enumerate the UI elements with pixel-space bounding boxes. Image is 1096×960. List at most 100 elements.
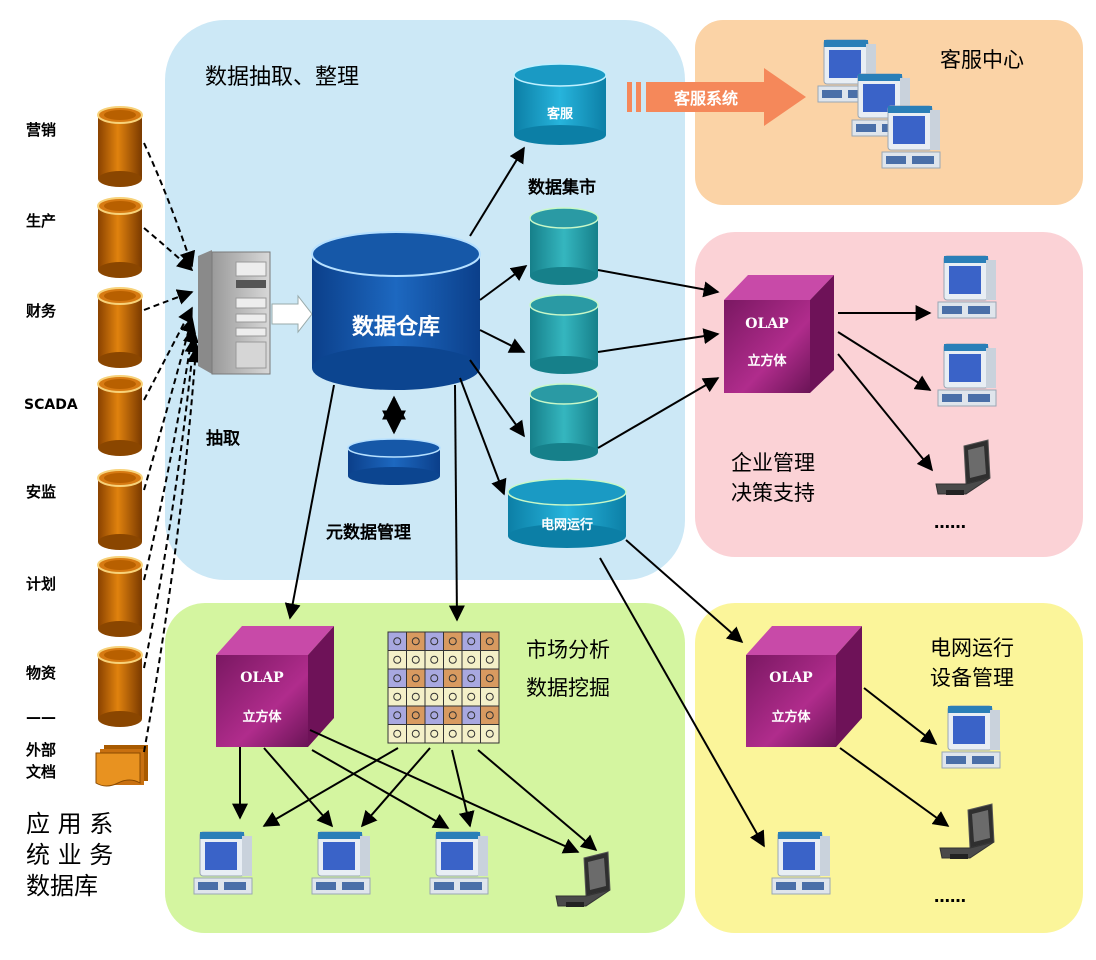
puzzle-data-mining-icon	[387, 631, 500, 744]
puzzle-knob	[485, 711, 494, 720]
puzzle-knob	[393, 637, 402, 646]
source-label: 物资	[26, 664, 56, 682]
grid-ellipsis: ……	[934, 887, 966, 906]
olap-label: OLAP	[240, 670, 284, 686]
data-mart	[529, 383, 599, 461]
puzzle-piece	[461, 668, 481, 688]
puzzle-piece	[387, 631, 407, 651]
puzzle-knob	[430, 655, 439, 664]
desktop-computer-icon	[941, 705, 1001, 769]
puzzle-piece	[406, 687, 426, 707]
document-stack-icon	[95, 745, 148, 787]
puzzle-knob	[411, 674, 420, 683]
data-mart	[529, 294, 599, 374]
puzzle-knob	[393, 692, 402, 701]
puzzle-piece	[461, 631, 481, 651]
metadata-db	[347, 438, 441, 485]
grid-connectors	[599, 539, 950, 848]
puzzle-knob	[393, 729, 402, 738]
service-center-title: 客服中心	[940, 48, 1024, 72]
source-label: 安监	[26, 483, 56, 501]
puzzle-knob	[467, 711, 476, 720]
puzzle-knob	[448, 637, 457, 646]
puzzle-knob	[485, 655, 494, 664]
puzzle-piece	[387, 724, 407, 744]
decision-ellipsis: ……	[934, 513, 966, 532]
puzzle-piece	[480, 687, 500, 707]
puzzle-piece	[461, 650, 481, 670]
puzzle-knob	[448, 729, 457, 738]
server-icon	[198, 250, 271, 375]
source-label: 营销	[26, 121, 56, 139]
desktop-computer-icon	[937, 343, 997, 407]
puzzle-knob	[430, 637, 439, 646]
puzzle-piece	[443, 631, 463, 651]
puzzle-piece	[461, 687, 481, 707]
decision-panel-title: 决策支持	[731, 481, 815, 505]
database-icon	[97, 556, 143, 638]
data-mart	[529, 207, 599, 285]
desktop-computer-icon	[429, 831, 489, 895]
puzzle-knob	[467, 637, 476, 646]
puzzle-piece	[387, 687, 407, 707]
market-panel-title: 数据挖掘	[526, 676, 610, 700]
puzzle-knob	[430, 674, 439, 683]
puzzle-knob	[448, 711, 457, 720]
puzzle-knob	[467, 692, 476, 701]
olap-label: OLAP	[769, 670, 813, 686]
puzzle-knob	[448, 674, 457, 683]
puzzle-piece	[480, 668, 500, 688]
grid-panel-title: 设备管理	[930, 666, 1014, 690]
puzzle-piece	[461, 705, 481, 725]
extract-panel-title: 数据抽取、整理	[205, 65, 359, 90]
puzzle-knob	[485, 674, 494, 683]
grid-mart-label: 电网运行	[541, 517, 593, 533]
warehouse-connectors	[284, 146, 528, 622]
separator: ——	[26, 708, 56, 726]
market-panel-title: 市场分析	[526, 638, 610, 662]
puzzle-piece	[387, 650, 407, 670]
puzzle-piece	[480, 705, 500, 725]
olap-cube-decision: OLAP 立方体	[724, 275, 834, 393]
warehouse-label: 数据仓库	[352, 314, 440, 340]
database-icon	[97, 106, 143, 188]
puzzle-piece	[443, 668, 463, 688]
desktop-computer-icon	[311, 831, 371, 895]
data-mart-label: 数据集市	[528, 177, 596, 198]
puzzle-piece	[424, 650, 444, 670]
metadata-label: 元数据管理	[326, 522, 411, 543]
database-icon	[97, 197, 143, 279]
puzzle-knob	[430, 692, 439, 701]
extract-connectors	[143, 142, 203, 753]
puzzle-piece	[443, 705, 463, 725]
database-icon	[97, 287, 143, 369]
source-label: 生产	[26, 212, 56, 230]
puzzle-knob	[467, 729, 476, 738]
puzzle-knob	[467, 674, 476, 683]
puzzle-piece	[424, 631, 444, 651]
olap-cube-label: 立方体	[771, 709, 811, 725]
grid-panel-title: 电网运行	[930, 636, 1014, 660]
puzzle-piece	[406, 631, 426, 651]
puzzle-piece	[424, 724, 444, 744]
puzzle-knob	[485, 729, 494, 738]
decision-connectors	[597, 269, 934, 472]
desktop-computer-icon	[193, 831, 253, 895]
market-connectors	[232, 729, 598, 854]
olap-cube-market: OLAP 立方体	[216, 626, 334, 747]
puzzle-piece	[480, 650, 500, 670]
puzzle-knob	[411, 637, 420, 646]
database-icon	[97, 646, 143, 728]
service-arrow-label: 客服系统	[674, 89, 738, 108]
puzzle-piece	[424, 705, 444, 725]
puzzle-piece	[424, 687, 444, 707]
puzzle-piece	[443, 650, 463, 670]
desktop-computer-icon	[881, 105, 941, 169]
grid-data-mart: 电网运行	[507, 478, 627, 548]
puzzle-knob	[430, 729, 439, 738]
external-doc-label: 文档	[26, 763, 56, 781]
database-icon	[97, 469, 143, 551]
puzzle-knob	[467, 655, 476, 664]
data-warehouse: 数据仓库	[311, 231, 481, 390]
